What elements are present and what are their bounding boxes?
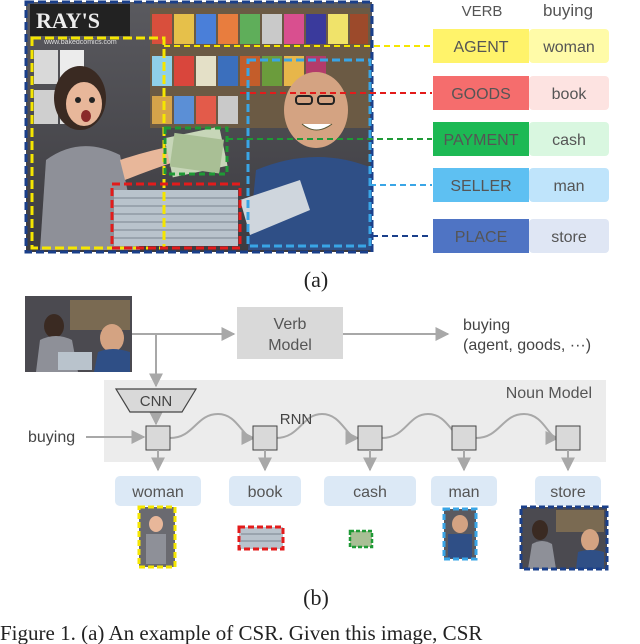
- noun-cell-store: [529, 219, 609, 253]
- crop-man: [442, 507, 478, 561]
- rnn-cells: [145, 425, 581, 472]
- bounding-boxes: [24, 0, 374, 254]
- photo-scene: RAY'S www.bakedcomics.com: [26, 2, 372, 252]
- goods-box: [110, 182, 242, 250]
- noun-model-label: Noun Model: [506, 385, 592, 402]
- role-label: AGENT: [453, 39, 508, 56]
- place-box: [24, 0, 374, 254]
- noun-chip-man: [431, 476, 497, 506]
- thumb-input-image: [25, 296, 132, 372]
- rnn-cell: [451, 425, 477, 451]
- noun-chip-cash: [324, 476, 416, 506]
- role-cell-agent: [433, 29, 529, 63]
- role-cell-payment: [433, 122, 529, 156]
- noun-cell-cash: [529, 122, 609, 156]
- noun-label: man: [553, 178, 584, 195]
- book-stack: [114, 190, 238, 246]
- role-label: PAYMENT: [444, 132, 519, 149]
- role-connectors: [164, 45, 432, 237]
- crop-thumbnails: [137, 505, 609, 571]
- verb-output-line1: buying: [463, 317, 510, 334]
- role-cell-goods: [433, 76, 529, 110]
- store-sign: RAY'S: [36, 8, 100, 33]
- crop-cash: [348, 529, 374, 549]
- rnn-cell: [555, 425, 581, 451]
- seller-box: [246, 58, 372, 248]
- noun-chip-woman: [115, 476, 201, 506]
- role-label: GOODS: [451, 86, 511, 103]
- noun-output-label: man: [448, 484, 479, 501]
- verb-model-box: [237, 307, 343, 359]
- role-label: SELLER: [450, 178, 511, 195]
- caption-a: (a): [304, 267, 328, 292]
- rnn-cell: [252, 425, 278, 451]
- noun-output-label: cash: [353, 484, 387, 501]
- flow-arrows: [86, 327, 560, 445]
- noun-output-label: book: [248, 484, 284, 501]
- noun-chip-book: [229, 476, 301, 506]
- role-label: PLACE: [455, 229, 507, 246]
- payment-box: [163, 126, 229, 176]
- noun-cell-book: [529, 76, 609, 110]
- verb-value: buying: [543, 1, 593, 20]
- role-cell-place: [433, 219, 529, 253]
- verb-model-line1: Verb: [274, 316, 307, 333]
- rnn-label: RNN: [280, 411, 313, 428]
- noun-outputs: woman book cash man store: [115, 476, 601, 506]
- cnn-label: CNN: [140, 393, 173, 410]
- verb-header: VERB: [462, 3, 503, 20]
- noun-label: woman: [542, 39, 595, 56]
- crop-book: [237, 525, 285, 551]
- verb-model-line2: Model: [268, 337, 312, 354]
- role-cell-seller: [433, 168, 529, 202]
- noun-output-label: woman: [131, 484, 184, 501]
- cnn-block: [114, 388, 198, 413]
- figure-caption-fragment: Figure 1. (a) An example of CSR. Given t…: [0, 621, 482, 644]
- noun-label: store: [551, 229, 587, 246]
- man-figure: [240, 72, 372, 250]
- noun-cell-woman: [529, 29, 609, 63]
- store-url: www.bakedcomics.com: [43, 39, 117, 46]
- rnn-cell: [145, 425, 171, 451]
- crop-store: [519, 505, 609, 571]
- noun-cell-man: [529, 168, 609, 202]
- noun-label: cash: [552, 132, 586, 149]
- rnn-input-label: buying: [28, 429, 75, 446]
- noun-chip-store: [535, 476, 601, 506]
- verb-output-line2: (agent, goods, ···): [463, 337, 591, 354]
- caption-b: (b): [303, 585, 329, 610]
- rnn-cell: [357, 425, 383, 451]
- noun-output-label: store: [550, 484, 586, 501]
- crop-woman: [137, 505, 177, 569]
- cash-bills: [164, 126, 228, 178]
- noun-label: book: [552, 86, 588, 103]
